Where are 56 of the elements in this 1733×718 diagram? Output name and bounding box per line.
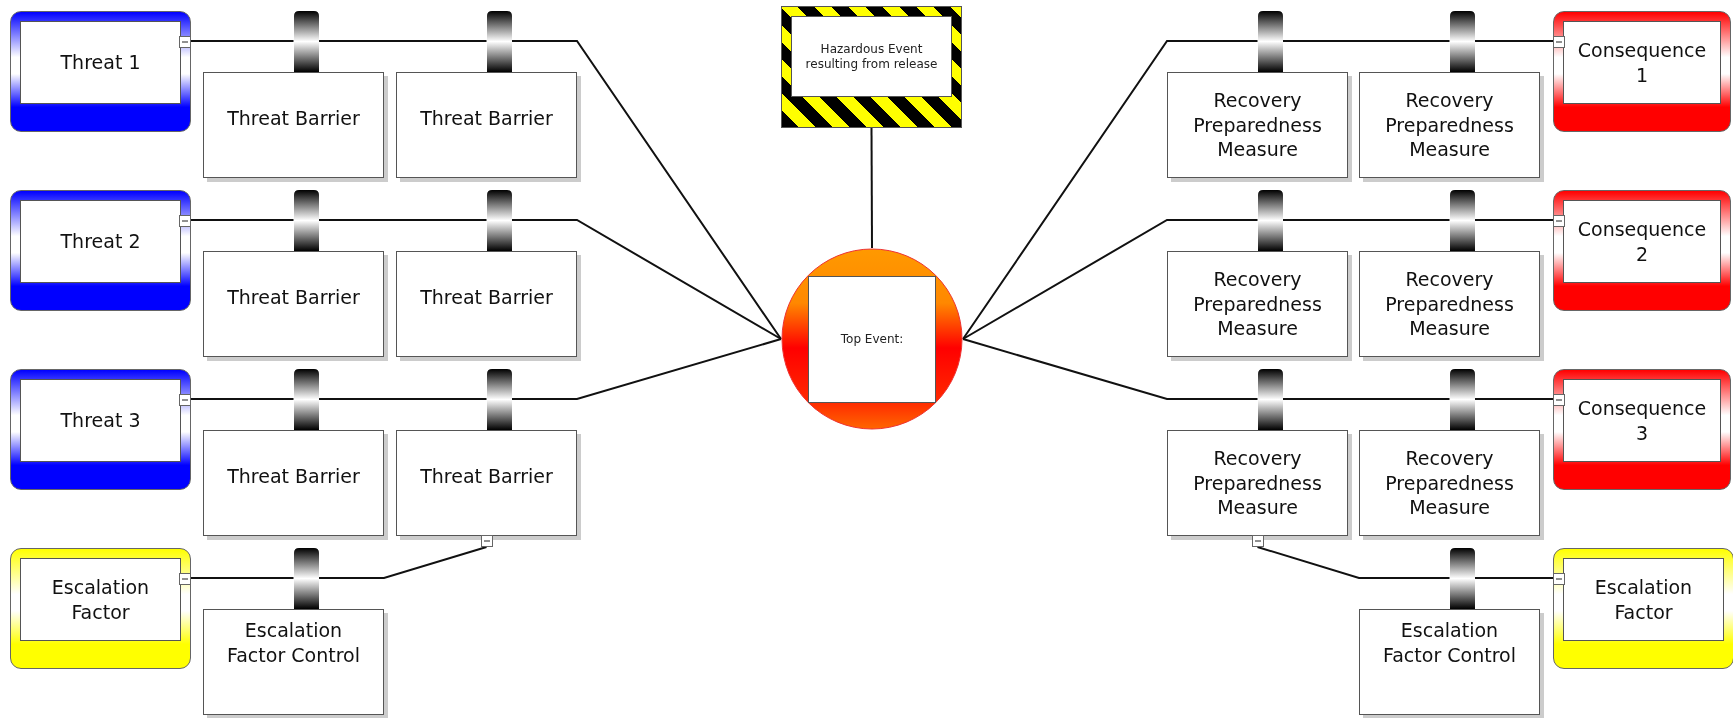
recovery-measure-text: Recovery Preparedness Measure (1384, 266, 1515, 342)
recovery-measure-text: Recovery Preparedness Measure (1192, 445, 1323, 521)
connector-line (1256, 546, 1451, 579)
escalation-factor-frame (10, 548, 191, 669)
connector-line (1473, 398, 1554, 400)
connector-line (190, 577, 295, 579)
escalation-factor-text: Escalation Factor (50, 574, 151, 625)
escalation-factor-text: Escalation Factor (1593, 574, 1694, 625)
connector-line (1473, 577, 1554, 579)
escalation-factor-frame (1553, 548, 1733, 669)
escalation-control-text: Escalation Factor Control (1382, 618, 1517, 668)
connector-line (190, 219, 295, 221)
connector-line (1281, 219, 1451, 221)
threat-text: Threat 1 (60, 50, 141, 75)
connector-line (317, 398, 488, 400)
consequence-text: Consequence 1 (1576, 37, 1708, 88)
connector-line (1281, 398, 1451, 400)
threat-frame (10, 369, 191, 490)
connector-line (317, 219, 488, 221)
consequence-text: Consequence 3 (1576, 395, 1708, 446)
recovery-measure-text: Recovery Preparedness Measure (1192, 87, 1323, 163)
recovery-measure-text: Recovery Preparedness Measure (1384, 87, 1515, 163)
recovery-measure-text: Recovery Preparedness Measure (1384, 445, 1515, 521)
escalation-control-text: Escalation Factor Control (226, 618, 361, 668)
connector-line (1281, 40, 1451, 42)
connector-line (962, 338, 1259, 400)
barrier-text: Threat Barrier (227, 105, 360, 131)
threat-frame (10, 11, 191, 132)
consequence-text: Consequence 2 (1576, 216, 1708, 267)
connector-line (870, 127, 873, 249)
connector-line (962, 219, 1259, 340)
connector-line (317, 40, 488, 42)
consequence-frame (1553, 11, 1731, 132)
connector-line (962, 40, 1259, 340)
barrier-text: Threat Barrier (227, 463, 360, 489)
top-event-text: Top Event: (840, 332, 904, 347)
connector-line (190, 398, 295, 400)
barrier-text: Threat Barrier (420, 105, 553, 131)
connector-line (1473, 40, 1554, 42)
connector-line (510, 40, 782, 340)
connector-line (317, 546, 488, 579)
barrier-text: Threat Barrier (227, 284, 360, 310)
hazard-frame (781, 6, 962, 128)
threat-frame (10, 190, 191, 311)
connector-line (1473, 219, 1554, 221)
threat-text: Threat 2 (60, 229, 141, 254)
connector-line (190, 40, 295, 42)
recovery-measure-text: Recovery Preparedness Measure (1192, 266, 1323, 342)
connector-line (510, 219, 782, 340)
consequence-frame (1553, 190, 1731, 311)
barrier-text: Threat Barrier (420, 284, 553, 310)
consequence-frame (1553, 369, 1731, 490)
hazard-text: Hazardous Event resulting from release (804, 41, 939, 72)
threat-text: Threat 3 (60, 408, 141, 433)
barrier-text: Threat Barrier (420, 463, 553, 489)
connector-line (510, 338, 782, 400)
